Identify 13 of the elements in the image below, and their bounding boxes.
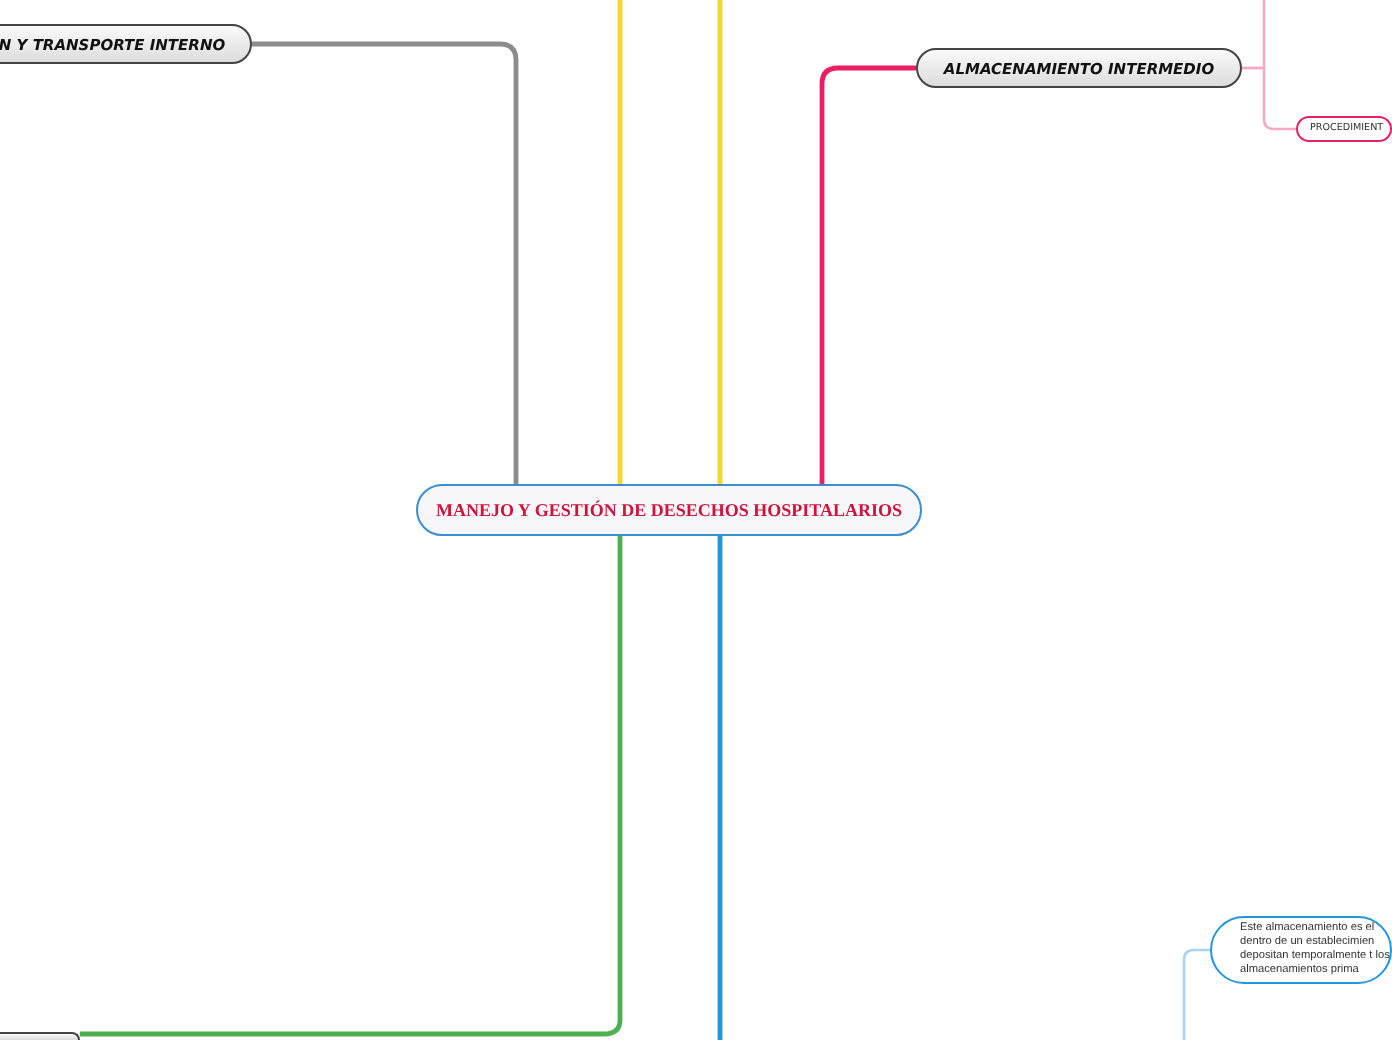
branch-line	[252, 41, 519, 484]
topic-box	[0, 24, 252, 64]
branch-line	[819, 65, 916, 484]
branch-line	[717, 536, 723, 1040]
branch-line	[717, 0, 723, 484]
subtopic-box	[1296, 116, 1392, 142]
topic-label: MANEJO Y GESTIÓN DE DESECHOS HOSPITALARIOS	[436, 500, 902, 520]
central-topic	[416, 484, 922, 536]
branch-line	[1242, 66, 1296, 131]
topic-box	[916, 48, 1242, 88]
branch-line	[617, 0, 623, 484]
note-box	[1210, 916, 1392, 984]
branch-line	[80, 536, 623, 1037]
